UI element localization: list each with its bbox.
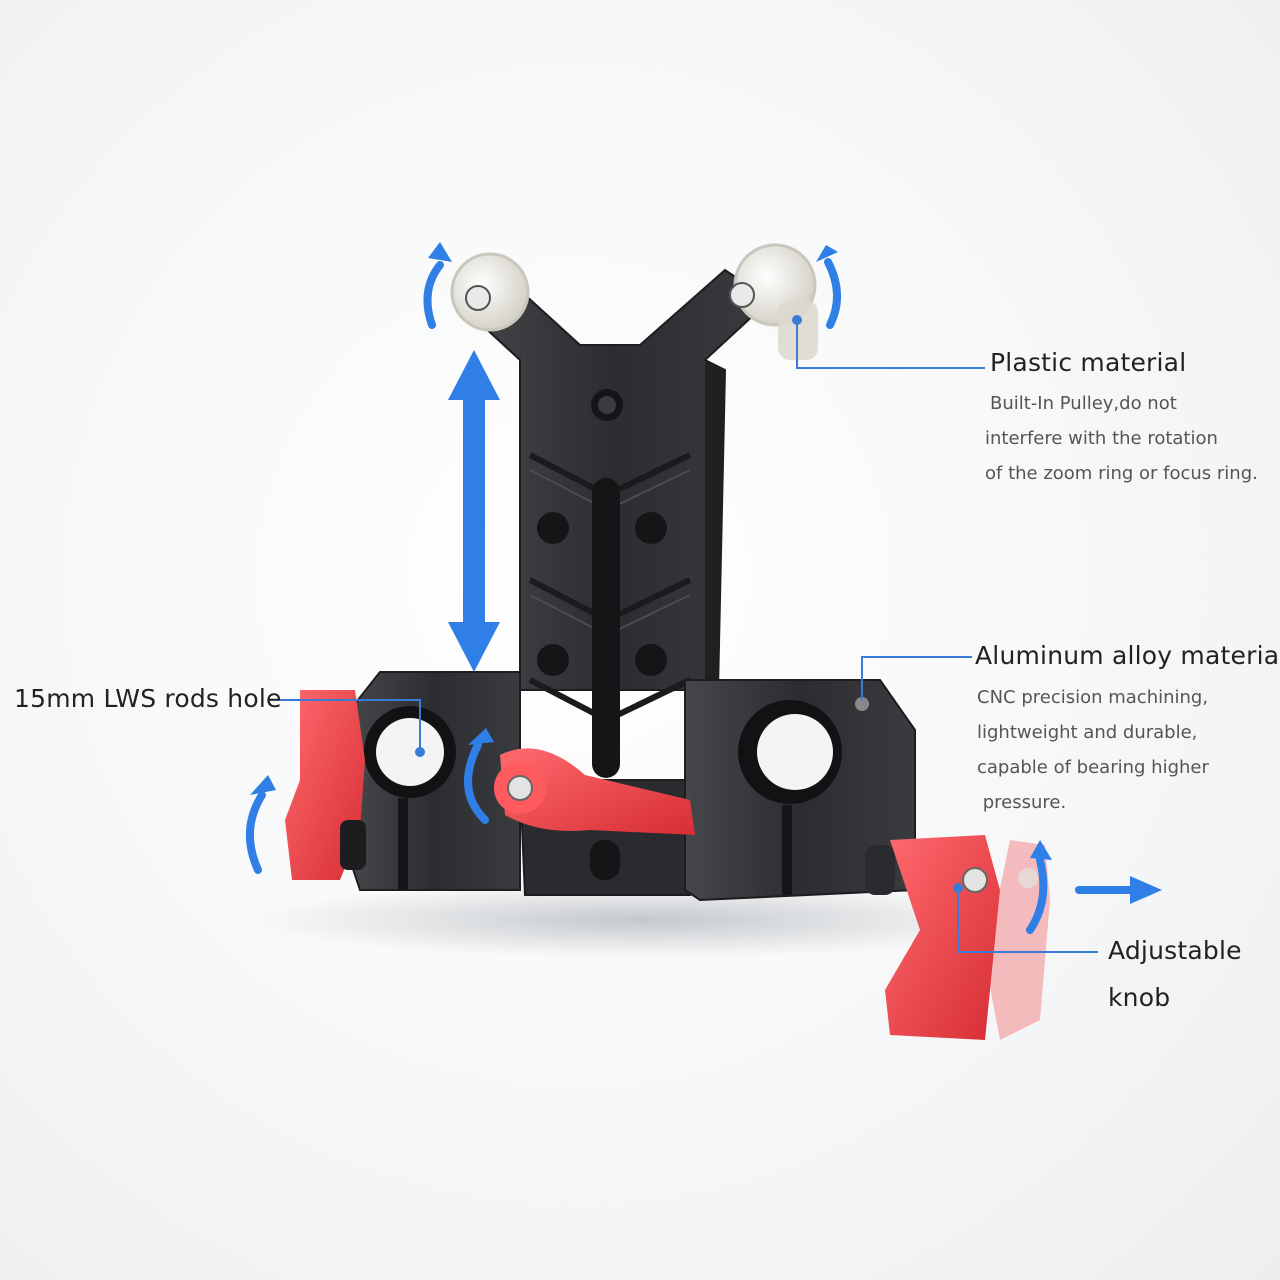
plastic-desc-line: Built-In Pulley,do not bbox=[990, 393, 1177, 414]
left-pulley bbox=[450, 252, 530, 332]
plastic-desc-line: interfere with the rotation bbox=[985, 428, 1218, 449]
adjustment-slot bbox=[592, 478, 620, 778]
ground-shadow bbox=[260, 882, 1020, 958]
aluminum-material-description: CNC precision machining, lightweight and… bbox=[977, 680, 1209, 820]
callout-leader-lines bbox=[270, 315, 1098, 953]
rods-hole-title: 15mm LWS rods hole bbox=[14, 684, 282, 713]
right-red-knob bbox=[865, 835, 1050, 1040]
y-support-plate bbox=[453, 268, 772, 778]
plastic-material-title: Plastic material bbox=[990, 348, 1187, 377]
center-red-lever bbox=[494, 748, 695, 835]
aluminum-desc-line: CNC precision machining, bbox=[977, 687, 1209, 708]
adjustable-knob-title-line2: knob bbox=[1108, 983, 1171, 1012]
adjustable-knob-title-line1: Adjustable bbox=[1108, 936, 1242, 965]
plastic-material-description: Built-In Pulley,do not interfere with th… bbox=[985, 386, 1258, 491]
left-red-knob bbox=[285, 690, 366, 880]
left-rod-clamp bbox=[349, 671, 521, 891]
vertical-adjust-arrow bbox=[448, 350, 500, 672]
aluminum-desc-line: pressure. bbox=[977, 792, 1067, 813]
right-rod-clamp bbox=[684, 679, 916, 902]
aluminum-desc-line: capable of bearing higher bbox=[977, 757, 1209, 778]
aluminum-material-title: Aluminum alloy material bbox=[975, 641, 1280, 670]
aluminum-desc-line: lightweight and durable, bbox=[977, 722, 1198, 743]
arrow-heads bbox=[250, 242, 1052, 860]
rotation-arrow-icon bbox=[246, 258, 1048, 934]
plastic-desc-line: of the zoom ring or focus ring. bbox=[985, 463, 1258, 484]
right-pulley bbox=[729, 243, 818, 360]
horizontal-slide-arrow bbox=[1075, 876, 1162, 904]
